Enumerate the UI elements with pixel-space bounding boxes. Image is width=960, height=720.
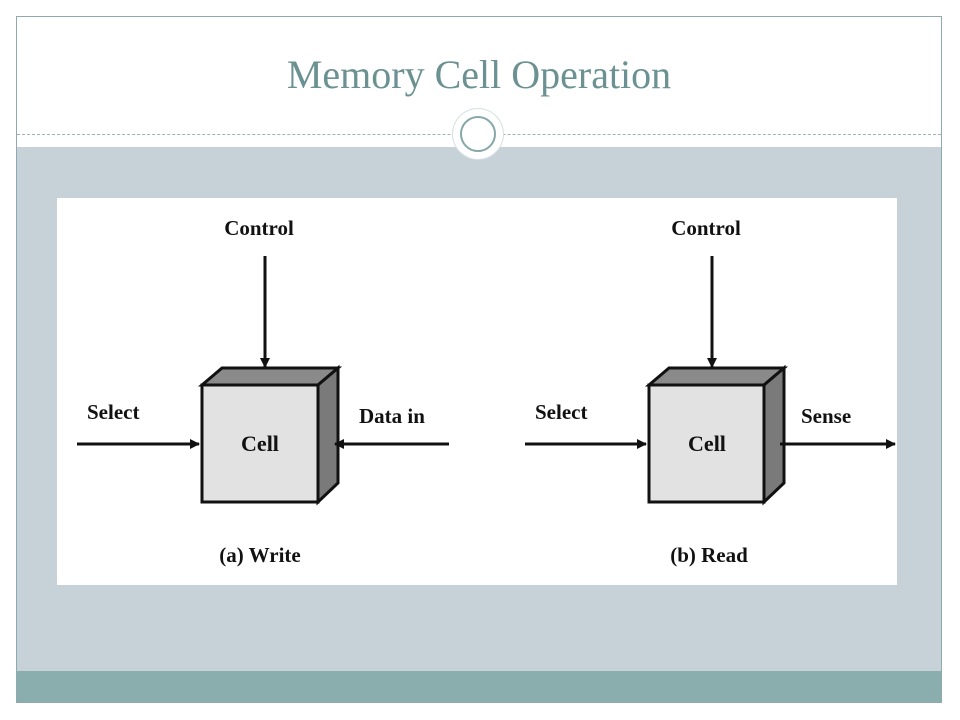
memory-cell-figure: Control Select Cell Data in (a) Write Co… [57,198,897,585]
read-control-label: Control [671,216,741,240]
read-diagram: Control Select Cell Sense (b) Read [525,216,896,567]
write-data-in-label: Data in [359,404,425,428]
read-cell-side [762,364,786,506]
memory-cell-diagram: Control Select Cell Data in (a) Write Co… [77,216,896,567]
read-sense-label: Sense [801,404,851,428]
footer-band [17,671,941,702]
read-cell-label: Cell [688,431,726,456]
write-cell-top [197,366,343,387]
write-select-label: Select [87,400,139,424]
read-cell-block: Cell [644,364,789,506]
read-cell-front [647,383,766,504]
circle-ornament-icon [453,109,503,159]
write-cell-side [316,364,340,506]
write-control-label: Control [224,216,294,240]
write-cell-block: Cell [197,364,343,506]
write-cell-label: Cell [241,431,279,456]
slide-title: Memory Cell Operation [286,52,672,97]
slide: Memory Cell Operation Control Select [16,16,942,703]
read-caption: (b) Read [670,543,748,567]
write-diagram: Control Select Cell Data in (a) Write [77,216,449,567]
read-cell-top [644,366,789,387]
write-cell-front [200,383,320,504]
read-select-label: Select [535,400,587,424]
write-caption: (a) Write [219,543,300,567]
